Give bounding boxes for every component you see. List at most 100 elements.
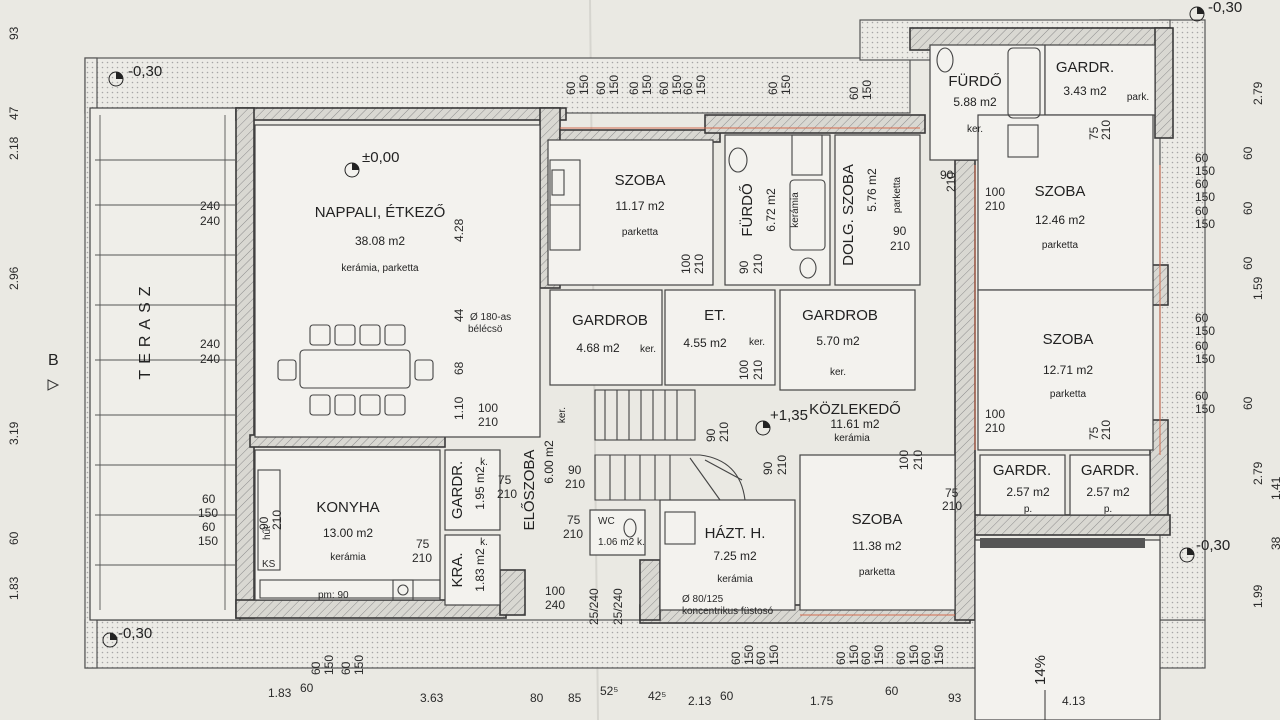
label-konyha-area: 13.00 m2 xyxy=(323,526,373,540)
label-szoba3-area: 12.71 m2 xyxy=(1043,363,1093,377)
dim-door-210i: 210 xyxy=(1099,120,1113,140)
dim-bot-183: 1.83 xyxy=(268,686,292,700)
label-wc-area: 1.06 m2 xyxy=(598,537,635,548)
dim-door-210q: 210 xyxy=(563,527,583,541)
dim-door-90b: 90 xyxy=(893,224,907,238)
dim-left-218: 2.18 xyxy=(7,136,21,160)
window-code-top-group-3-1: 150 xyxy=(640,75,654,95)
dim-bot-85: 85 xyxy=(568,691,582,705)
room-dolg-szoba xyxy=(834,134,921,286)
label-gardrob2-area: 5.70 m2 xyxy=(816,334,860,348)
window-code-top-group-6-1: 150 xyxy=(779,75,793,95)
dim-right-38: 38 xyxy=(1269,536,1280,550)
dim-door-210j: 210 xyxy=(775,455,789,475)
dim-door-210f: 210 xyxy=(944,172,958,192)
dim-door-210n: 210 xyxy=(270,510,284,530)
window-code-right-group-6-0: 60 xyxy=(1195,389,1209,403)
dim-right-199: 1.99 xyxy=(1251,584,1265,608)
dim-door-210o: 210 xyxy=(942,499,962,513)
room-gardr-top xyxy=(1044,44,1156,116)
dim-terasz-240a: 240 xyxy=(200,199,220,213)
dim-door-90g: 90 xyxy=(257,516,271,530)
dining-table xyxy=(277,324,434,416)
room-wc xyxy=(589,509,646,556)
dim-left-183: 1.83 xyxy=(7,576,21,600)
window-code-bot-group-1-1: 150 xyxy=(322,655,336,675)
label-szoba2-area: 12.46 m2 xyxy=(1035,213,1085,227)
window-code-right-group-3-1: 150 xyxy=(1195,217,1215,231)
label-gardrob2-name: GARDROB xyxy=(802,307,878,324)
label-szoba1-area: 11.17 m2 xyxy=(615,199,664,213)
dim-door-210p: 210 xyxy=(497,487,517,501)
terrace: TERASZ xyxy=(89,107,241,621)
window-code-top-group-1-1: 150 xyxy=(577,75,591,95)
dim-door-210h: 210 xyxy=(751,360,765,380)
label-pm: pm: 90 xyxy=(318,590,349,601)
room-gardr-b xyxy=(1069,454,1151,516)
label-gardrob1-name: GARDROB xyxy=(572,312,648,329)
section-marker-label: B xyxy=(48,352,59,369)
room-szoba-1 xyxy=(547,139,714,286)
bathroom-fixtures xyxy=(392,47,1041,601)
label-ks: KS xyxy=(262,559,276,570)
room-nappali xyxy=(254,124,541,438)
window-code-bot-group-4-0: 60 xyxy=(754,651,768,665)
label-gardra-floor: p. xyxy=(1024,504,1032,515)
dim-living-68: 68 xyxy=(452,361,466,375)
dim-terasz-240d: 240 xyxy=(200,352,220,366)
window-code-right-group-3-0: 60 xyxy=(1195,204,1209,218)
level-living: ±0,00 xyxy=(362,149,399,166)
label-wc-floor: k. xyxy=(637,537,645,548)
label-eloszoba-area: 6.00 m2 xyxy=(542,440,556,484)
level-bottom-right: -0,30 xyxy=(1196,537,1230,554)
dim-door-210s: 210 xyxy=(911,450,925,470)
dim-door-240: 240 xyxy=(545,598,565,612)
window-code-right-group-2-1: 150 xyxy=(1195,190,1215,204)
dim-bot-363: 3.63 xyxy=(420,691,444,705)
insulation-lines xyxy=(560,127,1161,616)
dim-right-60c: 60 xyxy=(1241,256,1255,270)
dim-right-60b: 60 xyxy=(1241,201,1255,215)
section-marker-icon xyxy=(47,379,60,391)
dim-left-47: 47 xyxy=(7,106,21,120)
dim-door-75e: 75 xyxy=(567,513,581,527)
dim-bot-425: 42⁵ xyxy=(648,689,666,703)
room-hazt xyxy=(659,499,796,611)
label-hazt-floor: kerámia xyxy=(717,574,753,585)
label-gardra-name: GARDR. xyxy=(993,462,1051,479)
label-et-area: 4.55 m2 xyxy=(683,336,727,350)
label-furdo2-area: 5.88 m2 xyxy=(953,95,997,109)
dim-living-44: 44 xyxy=(452,308,466,322)
label-et-name: ET. xyxy=(704,307,726,324)
dim-terasz-60: 60 xyxy=(202,492,216,506)
label-szoba3-floor: parketta xyxy=(1050,389,1087,400)
window-code-top-group-5-1: 150 xyxy=(694,75,708,95)
label-gardrb-area: 2.57 m2 xyxy=(1086,485,1130,499)
window-code-bot-group-6-0: 60 xyxy=(859,651,873,665)
dim-left-296: 2.96 xyxy=(7,266,21,290)
dim-door-90c: 90 xyxy=(940,168,954,182)
window-code-bot-group-4-1: 150 xyxy=(767,645,781,665)
dim-door-100g: 100 xyxy=(545,584,565,598)
dim-door-100d: 100 xyxy=(737,360,751,380)
label-gardrk-area: 1.95 m2 xyxy=(473,466,487,510)
dim-door-90f: 90 xyxy=(568,463,582,477)
label-hut: hűt xyxy=(262,526,273,540)
window-code-right-group-1-1: 150 xyxy=(1195,164,1215,178)
label-furdo1-area: 6.72 m2 xyxy=(764,188,778,232)
dim-right-141: 1.41 xyxy=(1269,476,1280,500)
label-dolg-floor: parketta xyxy=(892,176,903,213)
label-hazt-area: 7.25 m2 xyxy=(713,549,757,563)
window-code-bot-group-2-0: 60 xyxy=(339,661,353,675)
room-szoba-3 xyxy=(977,289,1154,451)
dim-bot-80: 80 xyxy=(530,691,544,705)
label-kra-floor: k. xyxy=(480,537,488,548)
dim-door-210m: 210 xyxy=(1099,420,1113,440)
label-gardrb-floor: p. xyxy=(1104,504,1112,515)
dim-door-90e: 90 xyxy=(761,461,775,475)
window-code-top-group-7-1: 150 xyxy=(860,80,874,100)
window-code-top-group-5-0: 60 xyxy=(681,81,695,95)
window-code-bot-group-1-0: 60 xyxy=(309,661,323,675)
